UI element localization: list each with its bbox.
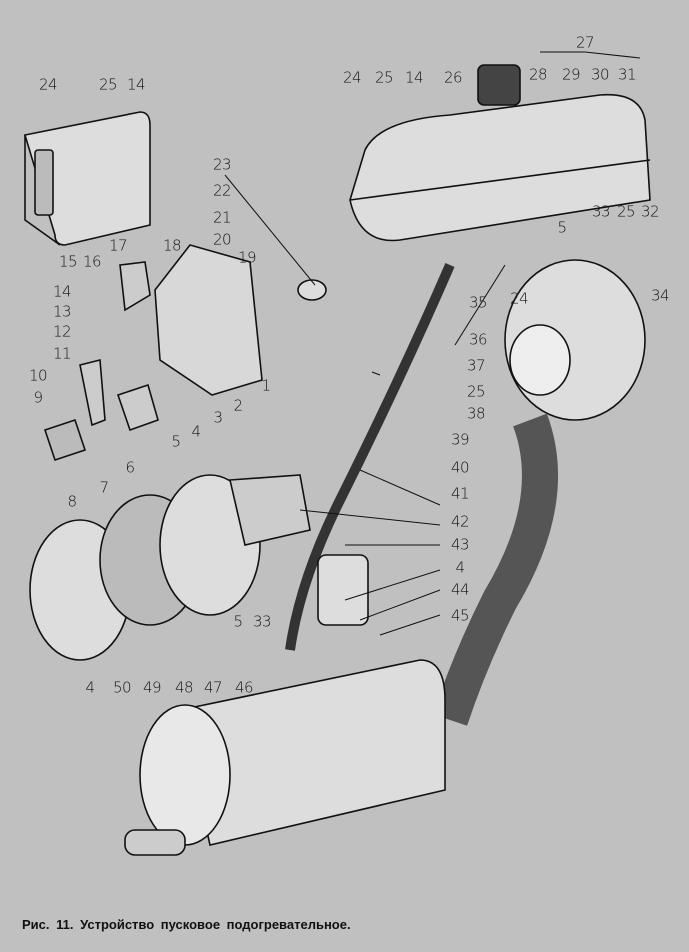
fuel-hose: [285, 263, 455, 651]
part-number: 14: [404, 68, 424, 87]
part-number: 25: [466, 382, 486, 401]
part-number: 42: [450, 512, 470, 531]
part-number: 5: [557, 218, 567, 237]
part-number: 35: [468, 293, 488, 312]
part-number: 1: [261, 376, 271, 395]
part-number: 22: [212, 181, 232, 200]
part-number: 4: [455, 558, 465, 577]
part-number: 43: [450, 535, 470, 554]
part-number: 9: [33, 388, 43, 407]
part-number: 33: [591, 202, 611, 221]
part-number: 6: [125, 458, 135, 477]
control-box: [23, 111, 151, 246]
part-number: 8: [67, 492, 77, 511]
part-number: 5: [171, 432, 181, 451]
part-number: 25: [98, 75, 118, 94]
part-number: 23: [212, 155, 232, 174]
part-number: 25: [616, 202, 636, 221]
part-number: 4: [85, 678, 95, 697]
part-number: 33: [252, 612, 272, 631]
part-number: 30: [590, 65, 610, 84]
part-number: 50: [112, 678, 132, 697]
part-number: 41: [450, 484, 470, 503]
part-number: 39: [450, 430, 470, 449]
part-number: 24: [509, 289, 529, 308]
part-number: 10: [28, 366, 48, 385]
figure-caption: Рис. 11. Устройство пусковое подогревате…: [22, 917, 351, 932]
part-number: 49: [142, 678, 162, 697]
part-number: 27: [575, 33, 595, 52]
part-number: 29: [561, 65, 581, 84]
part-number: 19: [237, 248, 257, 267]
part-number: 48: [174, 678, 194, 697]
part-number: 7: [99, 478, 109, 497]
part-number: 14: [52, 282, 72, 301]
part-number: 44: [450, 580, 470, 599]
part-number: 32: [640, 202, 660, 221]
part-number: 4: [191, 422, 201, 441]
part-number: 17: [108, 236, 128, 255]
part-number: 25: [374, 68, 394, 87]
air-duct: [432, 413, 558, 726]
part-number: 26: [443, 68, 463, 87]
part-number: 31: [617, 65, 637, 84]
part-number: 11: [52, 344, 72, 363]
part-number: 16: [82, 252, 102, 271]
part-number: 36: [468, 330, 488, 349]
part-number: 24: [342, 68, 362, 87]
part-number: 24: [38, 75, 58, 94]
part-number: 18: [162, 236, 182, 255]
part-number: 2: [233, 396, 243, 415]
part-number: 3: [213, 408, 223, 427]
part-number: 12: [52, 322, 72, 341]
part-number: 38: [466, 404, 486, 423]
part-number: 47: [203, 678, 223, 697]
fuel-pump: [317, 554, 369, 626]
fuel-tank: [349, 64, 651, 242]
part-number: 5: [233, 612, 243, 631]
part-number: 15: [58, 252, 78, 271]
part-number: 21: [212, 208, 232, 227]
heater-boiler: [124, 659, 446, 856]
part-number: 28: [528, 65, 548, 84]
part-number: 40: [450, 458, 470, 477]
part-number: 34: [650, 286, 670, 305]
part-number: 13: [52, 302, 72, 321]
part-number: 14: [126, 75, 146, 94]
part-number: 46: [234, 678, 254, 697]
part-number: 45: [450, 606, 470, 625]
relay-cover: [154, 244, 263, 396]
part-number: 20: [212, 230, 232, 249]
part-number: 37: [466, 356, 486, 375]
